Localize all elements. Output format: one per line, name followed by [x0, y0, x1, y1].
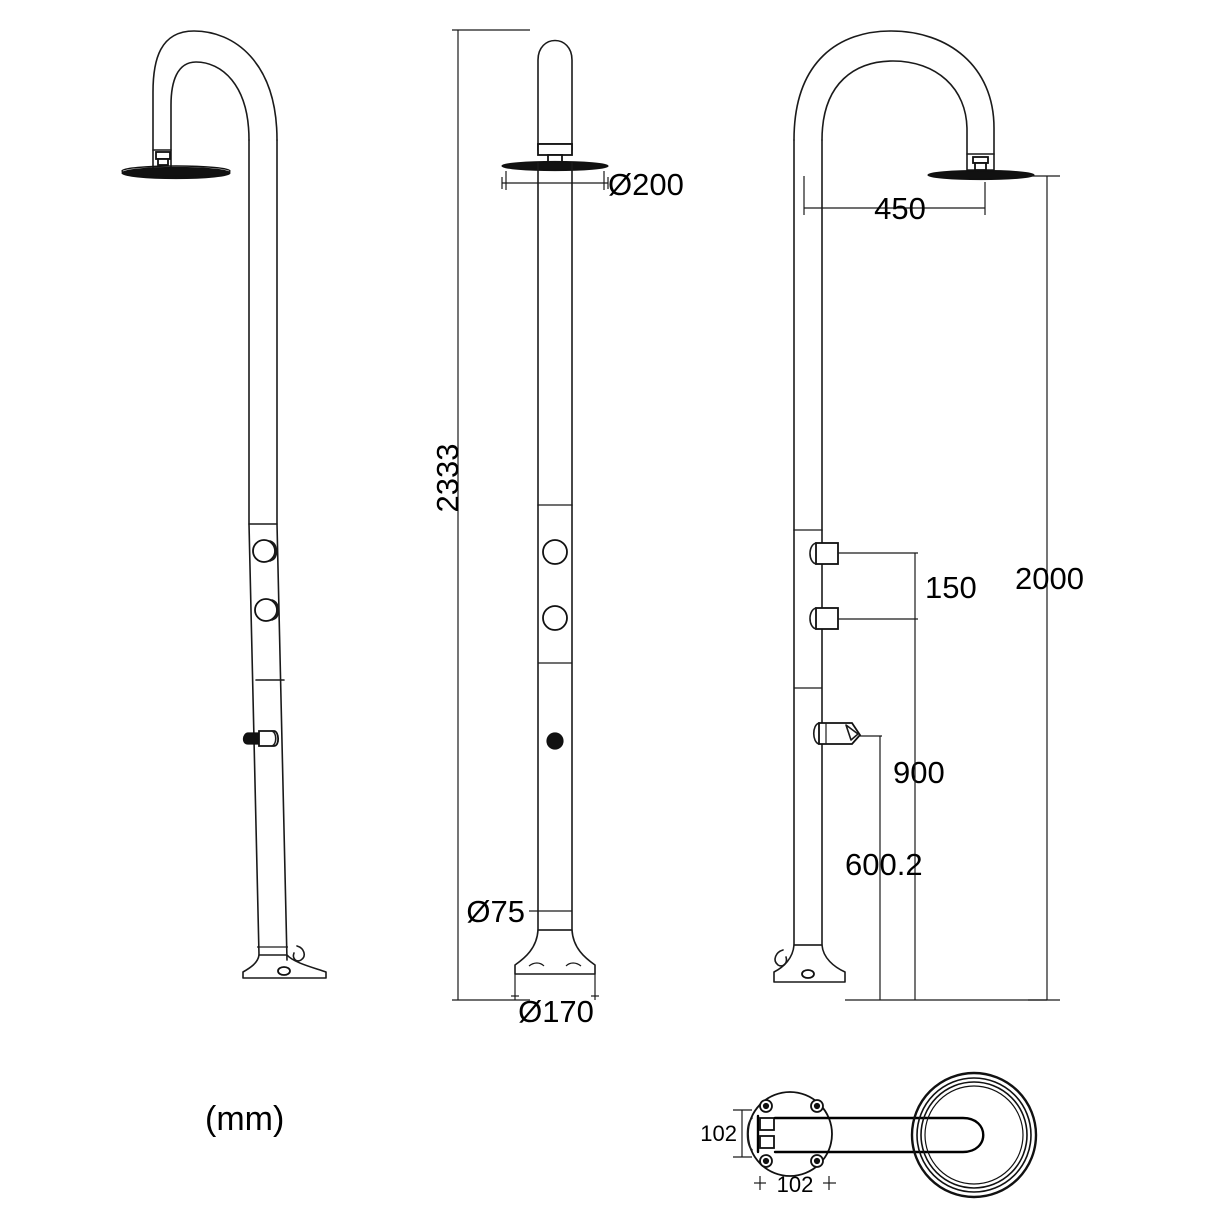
plan-head-circle-inner	[920, 1081, 1028, 1189]
side-spout-tip	[845, 724, 859, 741]
plan-inlet-fitting-upper	[759, 1117, 775, 1131]
plan-bolt-hole-br-center	[813, 1157, 821, 1165]
side-arm-inner-curve	[821, 60, 968, 155]
rain-shower-head	[121, 166, 231, 180]
shower-head-rim	[121, 165, 231, 177]
plan-bolt-hole-bl-center	[762, 1157, 770, 1165]
dim-label-base-width-vertical: 102	[700, 1121, 737, 1146]
foot-wash-spout	[242, 730, 280, 747]
side-spout-base-cap	[812, 722, 820, 745]
spout-body	[258, 730, 280, 747]
dim-label-base-width-horizontal: 102	[777, 1172, 814, 1197]
upper-control-knob	[252, 539, 276, 563]
spout-nozzle	[242, 732, 260, 745]
plan-arm-projection	[773, 1116, 985, 1154]
front-upper-knob-circle	[542, 539, 568, 565]
plan-inlet-cap	[746, 1117, 753, 1151]
side-arm-outer-curve	[793, 30, 995, 155]
dim-label-shower-head-height: 2000	[1015, 561, 1084, 596]
plan-head-circle-innermost	[924, 1085, 1024, 1185]
plan-bolt-hole-tl-center	[762, 1102, 770, 1110]
plan-head-circle-outer	[910, 1071, 1038, 1199]
dimension-pipe-diameter: Ø75	[466, 894, 572, 929]
dimension-upper-knob-height: 900	[860, 735, 945, 1000]
side-upper-knob-body	[815, 542, 839, 565]
lower-knob-side-2	[273, 600, 280, 620]
side-base-flare	[773, 944, 846, 983]
dim-label-overall-height: 2333	[430, 444, 465, 513]
dimension-shower-head-height: 2000	[845, 175, 1084, 1001]
front-rain-shower-head	[501, 160, 609, 172]
lower-control-knob	[254, 598, 278, 622]
dim-label-base-diameter: Ø170	[518, 994, 594, 1029]
spout-end-cap	[271, 730, 277, 747]
front-spout-port	[546, 732, 564, 750]
plan-head-circle-mid	[916, 1077, 1032, 1193]
view-top-plan-detail-view	[746, 1071, 1038, 1199]
side-lower-knob-cap	[809, 607, 817, 630]
head-collar-band	[155, 151, 171, 160]
side-foot-wash-spout	[812, 722, 862, 745]
dim-label-arm-reach: 450	[874, 191, 926, 226]
dim-label-pipe-diameter: Ø75	[466, 894, 525, 929]
base-clip	[292, 945, 306, 962]
dim-label-spout-height: 600.2	[845, 847, 923, 882]
front-base-detail-left	[528, 962, 545, 967]
dimension-arm-reach: 450	[803, 176, 986, 226]
base-boss	[277, 966, 291, 976]
dim-label-knob-spacing: 150	[925, 570, 977, 605]
dim-label-head-diameter: Ø200	[608, 167, 684, 202]
arm-inner-curve	[170, 61, 250, 151]
dimension-head-diameter: Ø200	[501, 167, 684, 202]
side-base-boss	[801, 969, 815, 979]
side-lower-knob-body	[815, 607, 839, 630]
front-base-detail-right	[565, 962, 582, 967]
dimension-spout-height: 600.2	[845, 619, 923, 1000]
dim-label-upper-knob-height: 900	[893, 755, 945, 790]
front-head-collar	[537, 143, 573, 156]
plan-bolt-hole-tr-center	[813, 1102, 821, 1110]
arm-front-profile	[537, 39, 573, 151]
unit-label: (mm)	[205, 1100, 284, 1138]
side-head-collar	[966, 153, 995, 171]
dimension-base-diameter: Ø170	[511, 974, 599, 1029]
arm-outer-curve	[152, 30, 278, 151]
side-spout-body	[818, 722, 862, 745]
upper-knob-side-2	[271, 541, 278, 561]
plan-inlet-fitting-lower	[759, 1135, 775, 1149]
side-base-clip	[774, 949, 788, 967]
view-front-elevation-view	[501, 39, 609, 975]
side-swivel-nut	[974, 162, 987, 171]
side-upper-knob-cap	[809, 542, 817, 565]
dimension-overall-height: 2333	[430, 29, 530, 1001]
head-swivel-nut	[157, 158, 169, 166]
view-side-elevation-view	[773, 30, 1035, 983]
side-rain-shower-head	[927, 169, 1035, 181]
base-flare	[242, 954, 327, 979]
dimension-knob-spacing: 150	[838, 552, 977, 620]
front-lower-knob-circle	[542, 605, 568, 631]
dimension-base-width-vertical: 102	[700, 1109, 752, 1158]
dimension-base-width-horizontal: 102	[754, 1172, 836, 1197]
view-isometric-view	[121, 30, 327, 979]
